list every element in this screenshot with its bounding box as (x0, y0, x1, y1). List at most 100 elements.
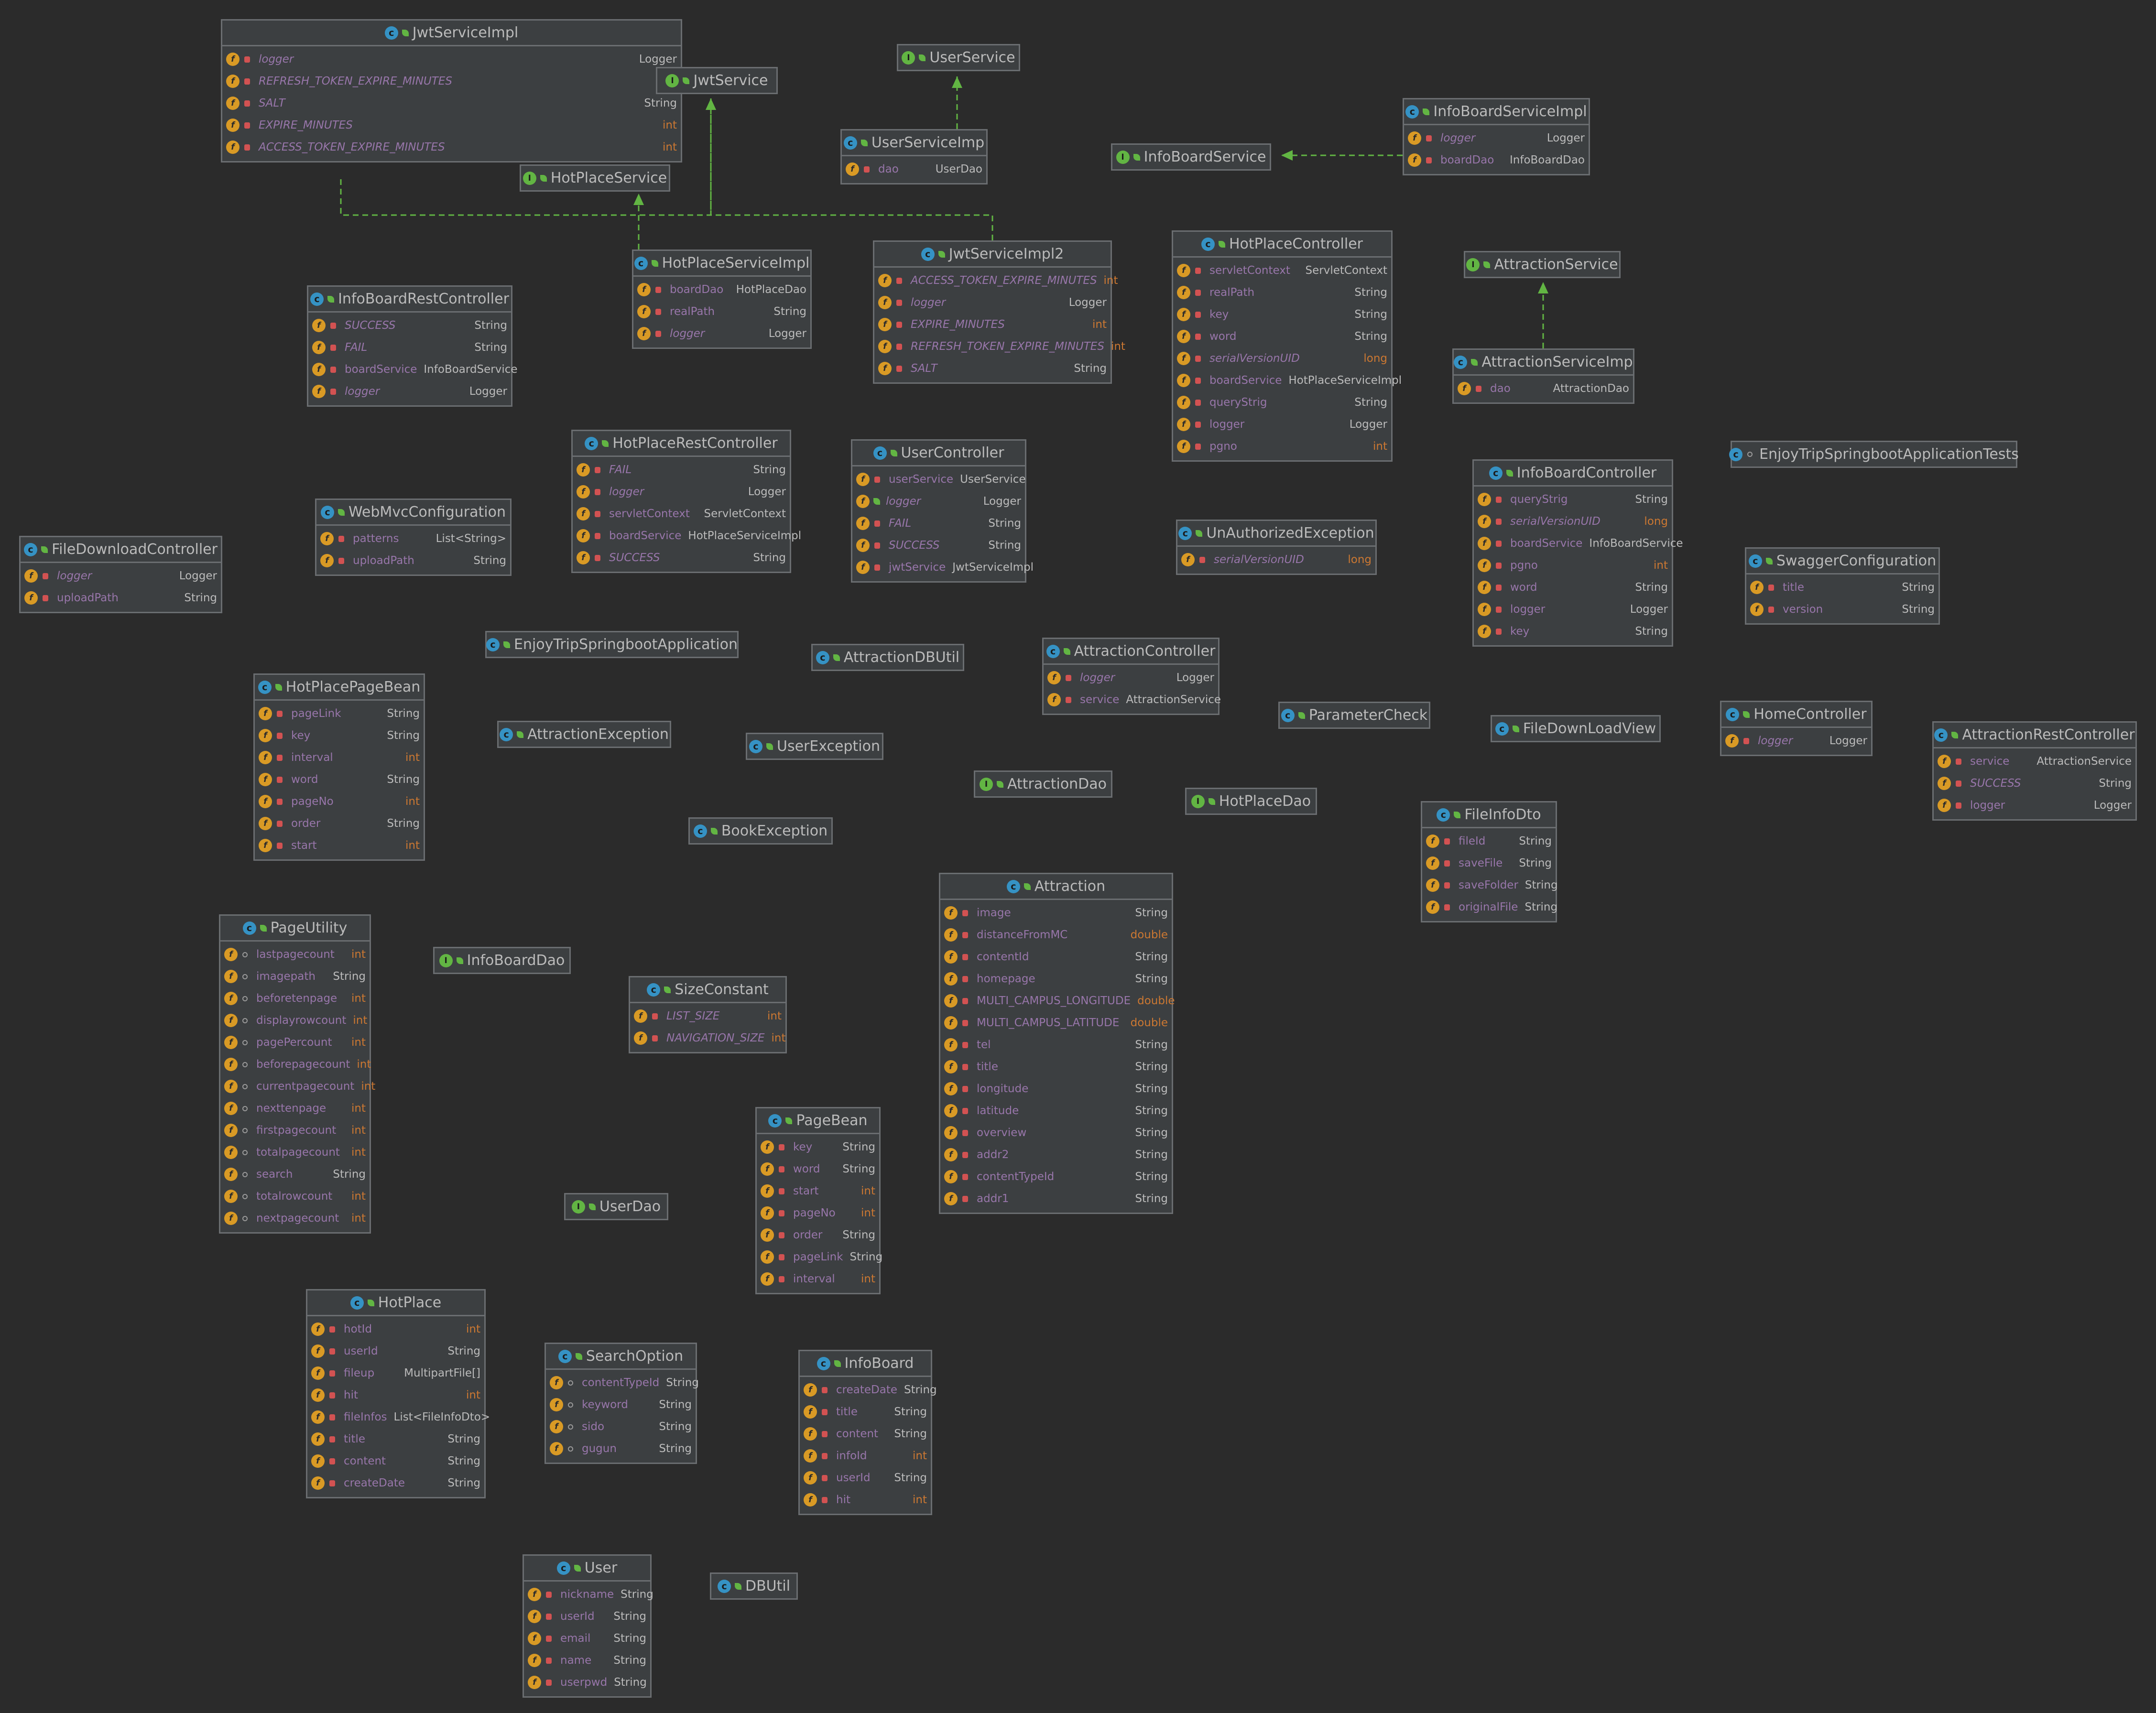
field-row[interactable]: fpageLinkString (255, 703, 424, 725)
field-row[interactable]: floggerLogger (1934, 794, 2135, 816)
field-row[interactable]: ffileInfosList<FileInfoDto> (307, 1406, 490, 1428)
field-row[interactable]: fversionString (1746, 598, 1938, 620)
field-row[interactable]: fEXPIRE_MINUTESint (222, 114, 681, 136)
field-row[interactable]: floggerLogger (573, 481, 790, 503)
field-row[interactable]: ffileIdString (1422, 830, 1556, 852)
user-service-imp-class[interactable]: cUserServiceImpfdaoUserDao (840, 129, 988, 184)
field-row[interactable]: fREFRESH_TOKEN_EXPIRE_MINUTESint (874, 336, 1125, 358)
field-row[interactable]: fsearchString (220, 1163, 370, 1185)
field-row[interactable]: fuploadPathString (21, 587, 221, 609)
field-row[interactable]: fnextpagecountint (220, 1207, 370, 1229)
attraction-exception-class[interactable]: cAttractionException (497, 721, 671, 748)
field-row[interactable]: fimagepathString (220, 965, 370, 987)
book-exception-class[interactable]: cBookException (688, 817, 833, 845)
hot-place-page-bean-class[interactable]: cHotPlacePageBeanfpageLinkStringfkeyStri… (253, 673, 425, 861)
info-board-service-interface[interactable]: IInfoBoardService (1111, 143, 1271, 171)
field-row[interactable]: fqueryStrigString (1474, 488, 1672, 510)
field-row[interactable]: fdaoUserDao (842, 158, 986, 180)
field-row[interactable]: fcontentIdString (940, 946, 1172, 968)
attraction-service-imp-class[interactable]: cAttractionServiceImpfdaoAttractionDao (1452, 348, 1634, 404)
field-row[interactable]: ftitleString (800, 1401, 931, 1423)
field-row[interactable]: ftelString (940, 1034, 1172, 1056)
field-row[interactable]: fboardServiceInfoBoardService (1474, 532, 1683, 554)
hot-place-service-impl-class[interactable]: cHotPlaceServiceImplfboardDaoHotPlaceDao… (632, 249, 812, 349)
field-row[interactable]: fdaoAttractionDao (1454, 378, 1633, 400)
field-row[interactable]: fpatternsList<String> (316, 528, 510, 550)
field-row[interactable]: fimageString (940, 902, 1172, 924)
attraction-controller-class[interactable]: cAttractionControllerfloggerLoggerfservi… (1042, 638, 1221, 715)
field-row[interactable]: fserialVersionUIDlong (1173, 347, 1391, 369)
attraction-service-interface[interactable]: IAttractionService (1464, 251, 1621, 278)
field-row[interactable]: fdistanceFromMCdouble (940, 924, 1172, 946)
attraction-dao-interface[interactable]: IAttractionDao (974, 770, 1112, 798)
field-row[interactable]: fMULTI_CAMPUS_LATITUDEdouble (940, 1012, 1172, 1034)
field-row[interactable]: fwordString (1173, 325, 1391, 347)
field-row[interactable]: floggerLogger (1044, 667, 1218, 689)
user-dao-interface[interactable]: IUserDao (564, 1193, 668, 1220)
field-row[interactable]: fuserpwdString (524, 1671, 650, 1693)
field-row[interactable]: flongitudeString (940, 1078, 1172, 1100)
field-row[interactable]: ftotalpagecountint (220, 1141, 370, 1163)
search-option-class[interactable]: cSearchOptionfcontentTypeIdStringfkeywor… (544, 1343, 699, 1464)
field-row[interactable]: fREFRESH_TOKEN_EXPIRE_MINUTESint (222, 70, 681, 92)
field-row[interactable]: fACCESS_TOKEN_EXPIRE_MINUTESint (222, 136, 681, 158)
field-row[interactable]: ftitleString (940, 1056, 1172, 1078)
field-row[interactable]: floggerLogger (874, 292, 1111, 314)
field-row[interactable]: fserviceAttractionService (1934, 750, 2135, 772)
field-row[interactable]: floggerLogger (1173, 413, 1391, 435)
field-row[interactable]: fcontentTypeIdString (546, 1372, 699, 1394)
field-row[interactable]: fuserIdString (800, 1467, 931, 1489)
field-row[interactable]: fkeyString (255, 725, 424, 747)
field-row[interactable]: ffileupMultipartFile[] (307, 1362, 484, 1384)
hot-place-dao-interface[interactable]: IHotPlaceDao (1185, 788, 1317, 815)
field-row[interactable]: fpageNoint (255, 791, 424, 813)
swagger-configuration-class[interactable]: cSwaggerConfigurationftitleStringfversio… (1745, 547, 1940, 625)
field-row[interactable]: fkeyString (757, 1136, 879, 1158)
enjoy-trip-springboot-application-tests-class[interactable]: cEnjoyTripSpringbootApplicationTests (1729, 441, 2019, 468)
field-row[interactable]: fpgnoint (1474, 554, 1672, 576)
field-row[interactable]: fdisplayrowcountint (220, 1009, 370, 1031)
field-row[interactable]: fhitint (307, 1384, 484, 1406)
field-row[interactable]: ftitleString (1746, 576, 1938, 598)
attraction-rest-controller-class[interactable]: cAttractionRestControllerfserviceAttract… (1932, 721, 2137, 821)
field-row[interactable]: fgugunString (546, 1438, 696, 1460)
field-row[interactable]: fhotIdint (307, 1318, 484, 1340)
jwt-service-impl2-class[interactable]: cJwtServiceImpl2fACCESS_TOKEN_EXPIRE_MIN… (873, 240, 1125, 384)
user-class[interactable]: cUserfnicknameStringfuserIdStringfemailS… (523, 1554, 653, 1698)
field-row[interactable]: fsidoString (546, 1416, 696, 1438)
field-row[interactable]: fpagePercountint (220, 1031, 370, 1053)
field-row[interactable]: fNAVIGATION_SIZEint (630, 1027, 786, 1049)
field-row[interactable]: fjwtServiceJwtServiceImpl (852, 556, 1034, 578)
field-row[interactable]: fpageNoint (757, 1202, 879, 1224)
dbutil-class[interactable]: cDBUtil (710, 1572, 798, 1600)
field-row[interactable]: fSALTString (222, 92, 681, 114)
field-row[interactable]: ftitleString (307, 1428, 484, 1450)
field-row[interactable]: fserialVersionUIDlong (1474, 510, 1672, 532)
field-row[interactable]: floggerLogger (222, 48, 681, 70)
field-row[interactable]: fuserServiceUserService (852, 468, 1026, 490)
web-mvc-configuration-class[interactable]: cWebMvcConfigurationfpatternsList<String… (315, 499, 512, 576)
field-row[interactable]: fpageLinkString (757, 1246, 882, 1268)
field-row[interactable]: fLIST_SIZEint (630, 1005, 785, 1027)
field-row[interactable]: fwordString (757, 1158, 879, 1180)
field-row[interactable]: fFAILString (573, 459, 790, 481)
user-controller-class[interactable]: cUserControllerfuserServiceUserServicefl… (851, 439, 1034, 583)
field-row[interactable]: fqueryStrigString (1173, 391, 1391, 413)
field-row[interactable]: floggerLogger (21, 565, 221, 587)
field-row[interactable]: finfoIdint (800, 1445, 931, 1467)
field-row[interactable]: fuserIdString (307, 1340, 484, 1362)
field-row[interactable]: fboardServiceHotPlaceServiceImpl (573, 525, 801, 547)
field-row[interactable]: flatitudeString (940, 1100, 1172, 1122)
user-service-interface[interactable]: IUserService (897, 44, 1020, 71)
field-row[interactable]: fkeyString (1173, 304, 1391, 325)
field-row[interactable]: fuserIdString (524, 1605, 650, 1627)
info-board-dao-interface[interactable]: IInfoBoardDao (433, 947, 571, 974)
field-row[interactable]: fnicknameString (524, 1583, 653, 1605)
field-row[interactable]: fFAILString (308, 336, 511, 358)
info-board-controller-class[interactable]: cInfoBoardControllerfqueryStrigStringfse… (1472, 459, 1683, 647)
info-board-service-impl-class[interactable]: cInfoBoardServiceImplfloggerLoggerfboard… (1403, 98, 1590, 175)
file-info-dto-class[interactable]: cFileInfoDtoffileIdStringfsaveFileString… (1421, 801, 1558, 922)
field-row[interactable]: fbeforepagecountint (220, 1053, 371, 1075)
field-row[interactable]: fboardServiceHotPlaceServiceImpl (1173, 369, 1402, 391)
field-row[interactable]: flastpagecountint (220, 943, 370, 965)
